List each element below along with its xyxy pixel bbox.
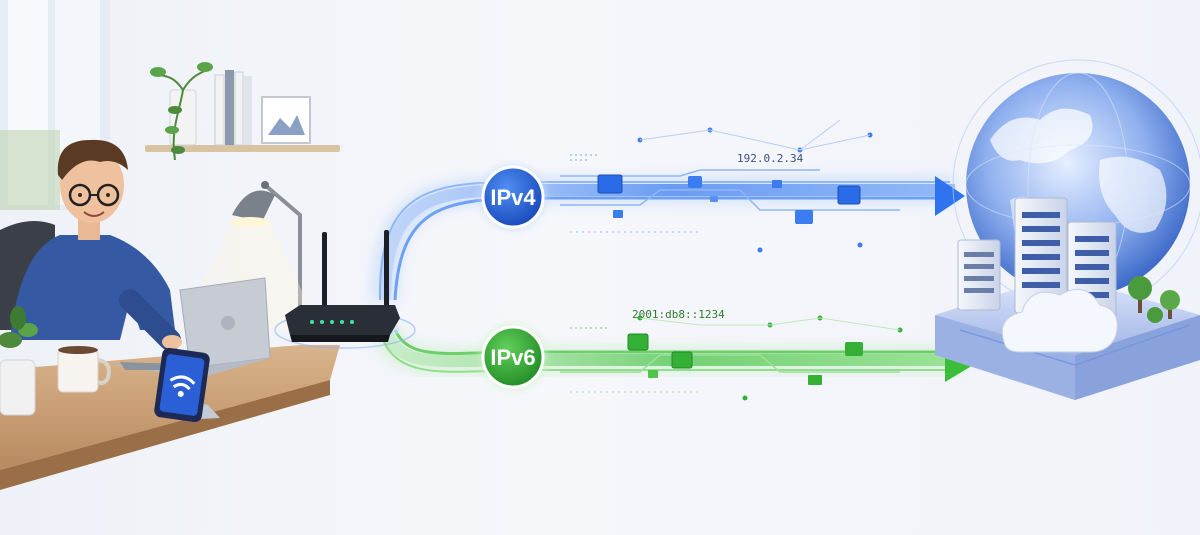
ipv4-address: 192.0.2.34 bbox=[737, 152, 804, 165]
router-icon bbox=[274, 230, 416, 349]
phone-icon bbox=[154, 347, 220, 423]
window bbox=[0, 0, 110, 210]
ipv4-badge: IPv4 bbox=[479, 163, 547, 231]
tree-icon bbox=[1128, 276, 1180, 323]
ipv6-badge: IPv6 bbox=[479, 323, 547, 391]
ipv6-address: 2001:db8::1234 bbox=[632, 308, 725, 321]
potted-plant-icon bbox=[0, 306, 38, 416]
coffee-mug-icon bbox=[57, 346, 111, 393]
person-icon bbox=[10, 139, 182, 351]
plant-icon bbox=[150, 62, 213, 161]
ipv4-arrow-head bbox=[935, 176, 965, 216]
ipv4-label: IPv4 bbox=[490, 185, 536, 210]
server-icon bbox=[957, 197, 1117, 323]
wall-shelf bbox=[145, 70, 340, 152]
cloud-icon bbox=[1001, 288, 1118, 353]
ipv6-label: IPv6 bbox=[490, 345, 535, 370]
wifi-icon bbox=[169, 375, 196, 397]
